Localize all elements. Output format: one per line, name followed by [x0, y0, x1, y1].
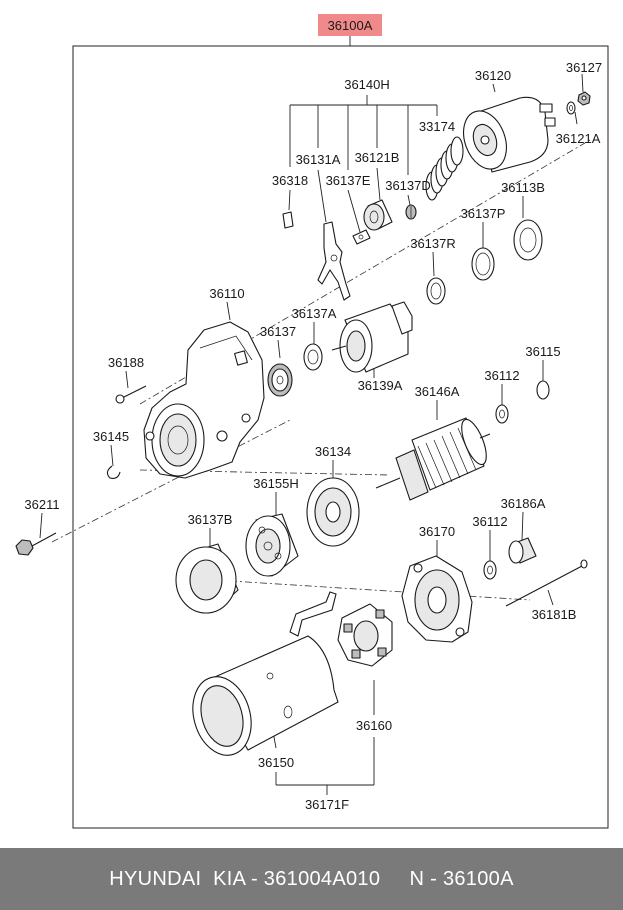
callout-36137P: 36137P: [461, 206, 506, 221]
assembly-label: 36100A: [328, 18, 373, 33]
callout-36127: 36127: [566, 60, 602, 75]
part-yoke-36150: [192, 591, 339, 756]
part-plate-36134: [306, 477, 360, 547]
assembly-label-highlight: [318, 14, 382, 36]
part-solenoid-36120: [463, 96, 556, 173]
part-number-footer: HYUNDAI KIA - 361004A010 N - 36100A: [0, 848, 623, 910]
callout-36137B: 36137B: [188, 512, 233, 527]
part-bushing-36186A: [508, 537, 537, 564]
part-armature-36146A: [375, 417, 491, 501]
part-through-bolt-36181B: [505, 559, 588, 607]
leader-lines: [39, 73, 584, 749]
callout-36139A: 36139A: [358, 378, 403, 393]
part-pinion-gear-36137: [267, 363, 293, 397]
callout-36318: 36318: [272, 173, 308, 188]
callout-36131A: 36131A: [296, 152, 341, 167]
callout-36155H: 36155H: [253, 476, 299, 491]
callout-36150: 36150: [258, 755, 294, 770]
callout-36181B: 36181B: [532, 607, 577, 622]
callout-36112-upper: 36112: [484, 368, 519, 383]
part-front-housing-36110: [143, 321, 265, 479]
part-clip-36145: [106, 465, 121, 479]
callout-36120: 36120: [475, 68, 511, 83]
part-washer-36137A: [303, 343, 323, 371]
callout-labels: 36140H 36120 36127 33174 36121A 36131A 3…: [24, 60, 602, 812]
part-ring-36115: [536, 380, 550, 400]
callout-36140H: 36140H: [344, 77, 390, 92]
part-bolt-36188: [115, 385, 147, 404]
callout-36160: 36160: [356, 718, 392, 733]
part-brush-holder-36160: [337, 603, 393, 667]
callout-36110: 36110: [209, 286, 244, 301]
callout-36188: 36188: [108, 355, 144, 370]
part-washer-36112-upper: [495, 404, 509, 424]
callout-36186A: 36186A: [501, 496, 546, 511]
diagram-frame: [72, 45, 609, 829]
callout-36137D: 36137D: [385, 178, 431, 193]
callout-36137: 36137: [260, 324, 296, 339]
footer-part-numbers: HYUNDAI KIA - 361004A010 N - 36100A: [109, 867, 514, 890]
callout-36137R: 36137R: [410, 236, 456, 251]
part-rear-bracket-36170: [401, 555, 473, 643]
part-pin-36318: [282, 211, 294, 229]
callout-36115: 36115: [525, 344, 560, 359]
part-plate-36137E: [352, 229, 371, 245]
part-shift-lever-36131A: [317, 221, 351, 301]
callout-36113B: 36113B: [501, 180, 545, 195]
part-nut-36127: [577, 91, 591, 106]
callout-36211: 36211: [24, 497, 59, 512]
part-internal-gear-36137B: [175, 543, 239, 614]
part-washer-36112-lower: [483, 560, 497, 580]
callout-36170: 36170: [419, 524, 455, 539]
callout-36121A: 36121A: [556, 131, 601, 146]
callout-36134: 36134: [315, 444, 351, 459]
part-clip-36137D: [405, 204, 417, 220]
callout-36145: 36145: [93, 429, 129, 444]
part-bolt-36211: [15, 532, 57, 556]
callout-36137A: 36137A: [292, 306, 337, 321]
group-bracket-36171F: [275, 737, 375, 795]
callout-36137E: 36137E: [326, 173, 371, 188]
part-washer-36113B: [513, 219, 543, 261]
part-washer-36137R: [426, 277, 446, 305]
callout-36121B: 36121B: [355, 150, 400, 165]
callout-36171F: 36171F: [305, 797, 349, 812]
part-spring-33174: [425, 136, 464, 201]
part-washer-36137P: [471, 247, 495, 281]
callout-36112-lower: 36112: [472, 514, 507, 529]
part-gear-set-36155H: [245, 513, 299, 577]
callout-33174: 33174: [419, 119, 455, 134]
part-plunger-36121B: [363, 199, 393, 231]
part-washer-36121A: [566, 101, 576, 115]
part-clutch-36139A: [331, 301, 413, 373]
group-bracket-36140H: [289, 95, 438, 175]
callout-36146A: 36146A: [415, 384, 460, 399]
